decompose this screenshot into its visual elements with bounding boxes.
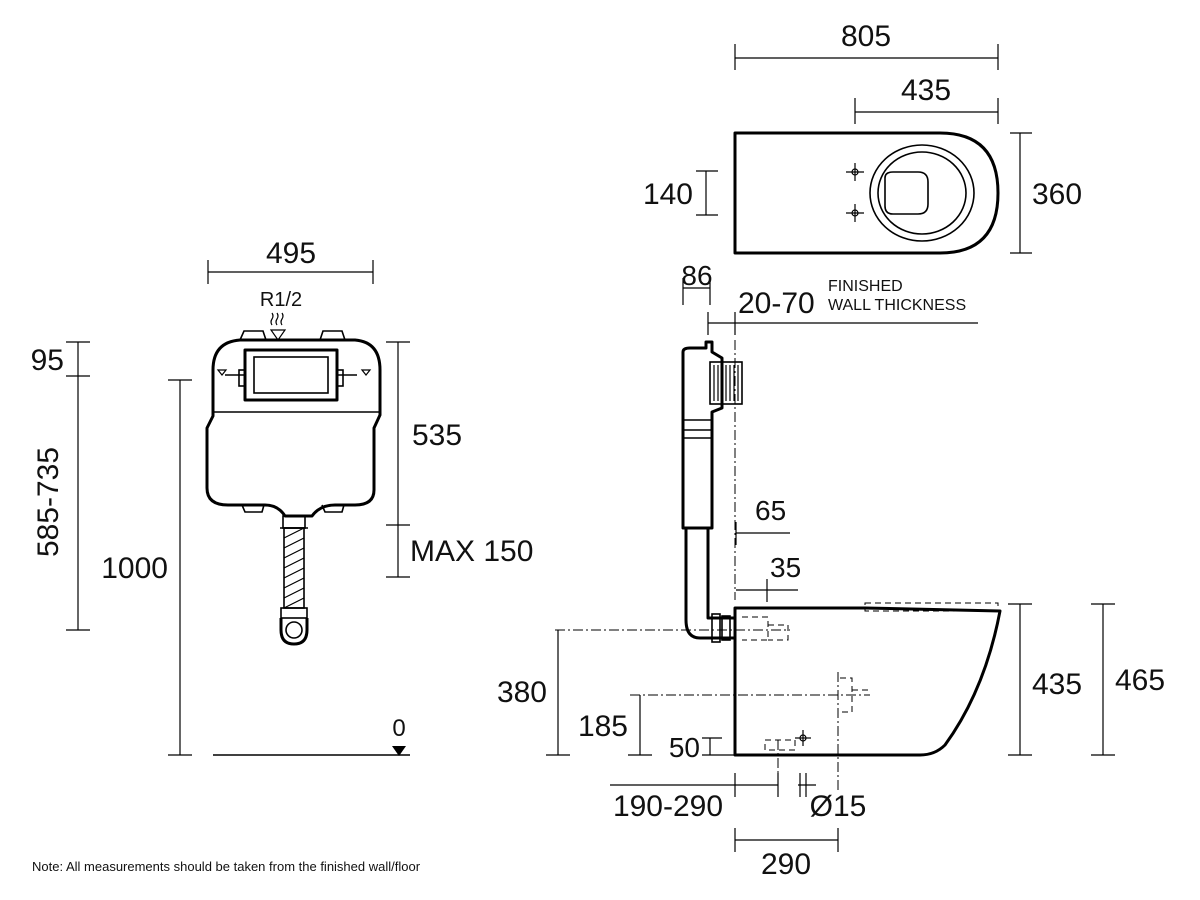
front-view: 495 R1/2 95 585-735 bbox=[31, 237, 533, 756]
dim-805: 805 bbox=[841, 20, 891, 53]
dim-585-735: 585-735 bbox=[32, 447, 65, 557]
pan-side-outline bbox=[733, 606, 1002, 757]
cistern-outline bbox=[205, 338, 382, 518]
dim-140: 140 bbox=[643, 178, 693, 211]
dim-435-side: 435 bbox=[1032, 668, 1082, 701]
dim-86: 86 bbox=[681, 260, 712, 291]
connection-label: R1/2 bbox=[260, 289, 302, 311]
dim-o15: Ø15 bbox=[810, 790, 867, 823]
pan-top-outline bbox=[733, 131, 1000, 255]
dim-1000: 1000 bbox=[101, 552, 168, 585]
wall-note-2: WALL THICKNESS bbox=[828, 297, 966, 314]
dim-20-70: 20-70 bbox=[738, 287, 815, 320]
floor-zero: 0 bbox=[392, 715, 405, 742]
dim-50: 50 bbox=[669, 732, 700, 763]
fixing-point bbox=[795, 730, 811, 746]
dim-35: 35 bbox=[770, 552, 801, 583]
wall-note-1: FINISHED bbox=[828, 278, 903, 295]
side-view: 86 20-70 FINISHED WALL THICKNESS 65 35 bbox=[497, 260, 1165, 881]
dim-290: 290 bbox=[761, 848, 811, 881]
fixing-point bbox=[846, 204, 864, 222]
top-view: 805 435 140 360 bbox=[643, 20, 1082, 255]
dim-465: 465 bbox=[1115, 664, 1165, 697]
measurement-note: Note: All measurements should be taken f… bbox=[32, 859, 421, 874]
dim-190-290: 190-290 bbox=[613, 790, 723, 823]
fixing-point bbox=[846, 163, 864, 181]
dim-360: 360 bbox=[1032, 178, 1082, 211]
dim-535: 535 bbox=[412, 419, 462, 452]
dim-95: 95 bbox=[31, 344, 64, 377]
dim-435-top: 435 bbox=[901, 74, 951, 107]
dim-495: 495 bbox=[266, 237, 316, 270]
dim-65: 65 bbox=[755, 495, 786, 526]
dim-380: 380 bbox=[497, 676, 547, 709]
dim-185: 185 bbox=[578, 710, 628, 743]
dim-max-150: MAX 150 bbox=[410, 535, 533, 568]
cistern-side-outline bbox=[681, 340, 724, 530]
